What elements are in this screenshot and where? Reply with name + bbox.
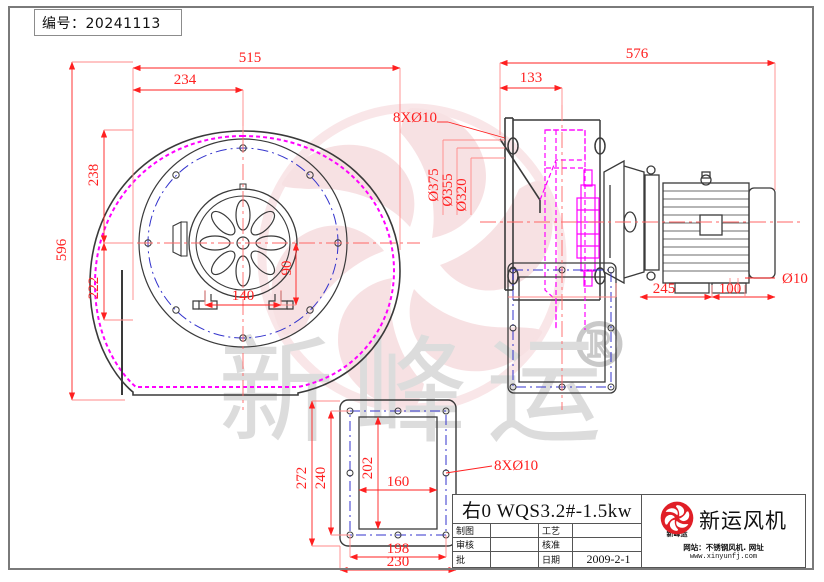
title-block-row: 制图 工艺 <box>453 524 641 538</box>
dim-596: 596 <box>54 238 70 261</box>
front-view-dimension-lines <box>68 61 401 401</box>
dim-230: 230 <box>387 554 410 570</box>
field-label-approver: 核准 <box>539 538 573 551</box>
terminal-box <box>172 221 188 257</box>
dim-234: 234 <box>174 72 197 88</box>
dim-140: 140 <box>232 288 255 304</box>
motor-cooling-fins <box>663 190 749 272</box>
bottom-flange-view-group <box>339 399 457 547</box>
dim-202: 202 <box>360 457 376 480</box>
drawing-number-label: 编号：20241113 <box>42 15 161 32</box>
dim-515: 515 <box>239 50 262 66</box>
company-name: 新运风机 <box>699 509 787 533</box>
dim-238: 238 <box>86 164 102 187</box>
front-view-dimension-labels: 515 234 596 238 222 140 90 <box>54 50 295 304</box>
model-designation: 右0 WQS3.2#-1.5kw <box>453 495 641 524</box>
dim-dia-355: Ø355 <box>440 173 456 206</box>
dim-dia-10: Ø10 <box>782 271 808 287</box>
dim-133: 133 <box>520 70 543 86</box>
dim-240: 240 <box>313 467 329 490</box>
center-lines <box>110 110 420 410</box>
company-website-line1: 网站：不锈钢风机. 网址 <box>683 543 764 552</box>
dim-245: 245 <box>653 281 676 297</box>
dim-dia-375: Ø375 <box>426 168 442 201</box>
scroll-inner-hidden-line <box>93 134 396 388</box>
dim-dia-320: Ø320 <box>454 178 470 211</box>
title-block: 右0 WQS3.2#-1.5kw 制图 工艺 审核 核准 批 日期 2009-2… <box>452 494 806 568</box>
dim-576: 576 <box>626 46 649 62</box>
fan-logo-icon <box>660 501 694 535</box>
field-value-process[interactable] <box>573 524 641 537</box>
field-label-batch: 批 <box>453 552 491 567</box>
flange-opening <box>358 416 438 530</box>
dim-90: 90 <box>279 261 295 276</box>
field-label-reviewer: 审核 <box>453 538 491 551</box>
field-value-batch[interactable] <box>491 552 539 567</box>
scroll-outline <box>89 130 401 396</box>
dim-222: 222 <box>86 277 102 300</box>
bottom-view-dimension-labels: 272 240 202 160 198 230 8XØ10 <box>294 457 538 570</box>
side-view-dimension-lines <box>437 59 776 301</box>
side-view-dimension-labels: 576 133 Ø375 Ø355 Ø320 8XØ10 245 100 Ø10 <box>393 46 808 297</box>
dim-100: 100 <box>719 281 742 297</box>
bottom-view-dimension-lines <box>308 400 493 574</box>
side-center-lines <box>480 105 800 410</box>
flange-bolt-circle-lines <box>349 410 447 536</box>
dim-8x-dia-10-inlet: 8XØ10 <box>393 110 437 126</box>
logo-row: 新峰运 新运风机 <box>660 501 787 539</box>
title-block-row: 批 日期 2009-2-1 <box>453 552 641 567</box>
title-block-row: 审核 核准 <box>453 538 641 552</box>
impeller-hidden-outline <box>539 129 586 330</box>
front-view-group <box>89 110 420 410</box>
flange-outline <box>339 399 457 547</box>
drawing-number-block: 编号：20241113 <box>34 9 182 36</box>
dim-8x-dia-10-flange: 8XØ10 <box>494 458 538 474</box>
title-block-fields: 右0 WQS3.2#-1.5kw 制图 工艺 审核 核准 批 日期 2009-2… <box>453 495 642 567</box>
company-website-line2: www.xinyunfj.com <box>689 553 758 561</box>
dim-272: 272 <box>294 467 310 490</box>
drawing-frame <box>8 6 814 570</box>
field-value-approver[interactable] <box>573 538 641 551</box>
side-view-group <box>480 105 800 410</box>
field-label-process: 工艺 <box>539 524 573 537</box>
field-value-reviewer[interactable] <box>491 538 539 551</box>
field-label-draftsman: 制图 <box>453 524 491 537</box>
inlet-cone-diagonal <box>499 138 541 201</box>
field-value-draftsman[interactable] <box>491 524 539 537</box>
dim-198: 198 <box>387 541 410 557</box>
dim-160: 160 <box>387 474 410 490</box>
field-label-date: 日期 <box>539 552 573 567</box>
company-branding: 新峰运 新运风机 网站：不锈钢风机. 网址 www.xinyunfj.com <box>642 495 805 567</box>
field-value-date[interactable]: 2009-2-1 <box>586 552 631 566</box>
